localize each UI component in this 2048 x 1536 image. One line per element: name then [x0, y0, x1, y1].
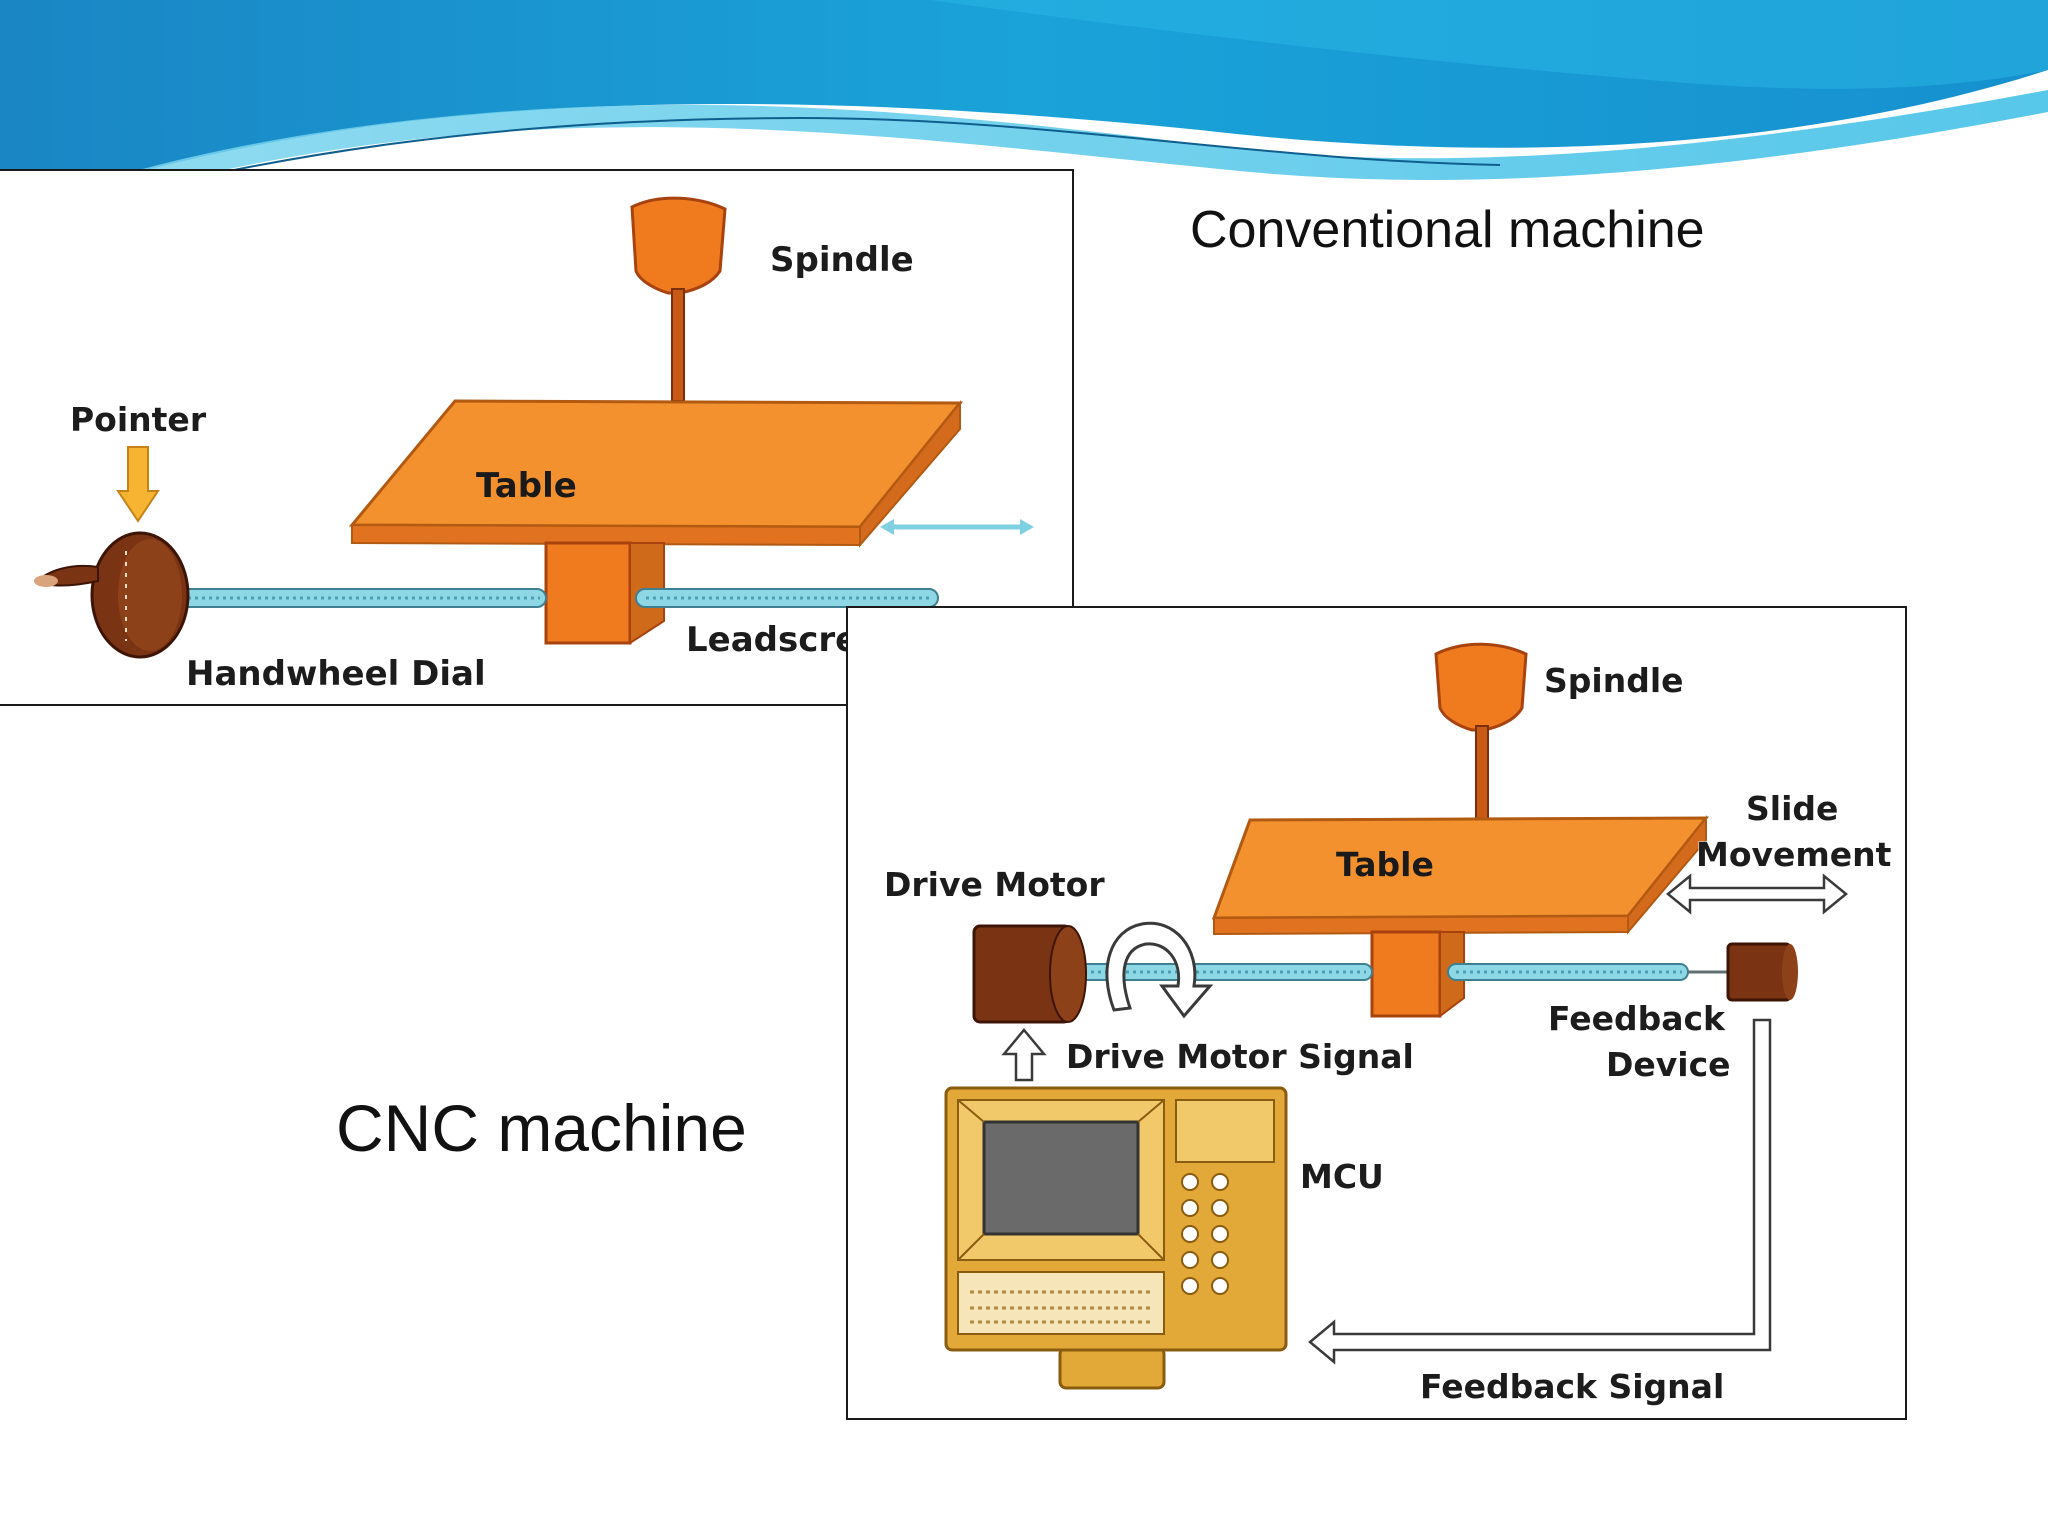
label-spindle: Spindle — [1544, 661, 1684, 700]
rotation-arrow-icon — [1105, 921, 1214, 1019]
caption-cnc-machine: CNC machine — [336, 1091, 747, 1165]
spindle-icon — [630, 196, 727, 295]
table-support — [1370, 930, 1442, 1018]
spindle-shaft — [1475, 725, 1489, 821]
label-handwheel-dial: Handwheel Dial — [186, 654, 486, 694]
label-drive-motor-signal: Drive Motor Signal — [1066, 1037, 1414, 1076]
slide-movement-arrow — [1666, 873, 1848, 915]
label-spindle: Spindle — [770, 240, 914, 280]
label-feedback-signal: Feedback Signal — [1420, 1367, 1724, 1406]
feedback-device-icon — [1726, 942, 1792, 1002]
label-mcu: MCU — [1300, 1157, 1384, 1196]
label-table: Table — [1336, 845, 1434, 884]
table-top — [1211, 816, 1710, 920]
label-slide-movement-line1: Slide — [1746, 789, 1838, 828]
table-edge-side — [1627, 815, 1707, 935]
caption-conventional-machine: Conventional machine — [1190, 201, 1705, 259]
spindle-shaft — [671, 288, 685, 402]
cnc-machine-diagram: Spindle Table Slide Movement Drive Motor… — [846, 606, 1907, 1420]
table-edge-side — [859, 400, 961, 548]
mcu-icon — [944, 1086, 1288, 1390]
label-feedback-device-line2: Device — [1606, 1045, 1731, 1084]
label-slide-movement-line2: Movement — [1696, 835, 1892, 874]
pointer-icon — [116, 446, 160, 523]
drive-motor-signal-arrow — [1001, 1028, 1047, 1082]
label-table: Table — [476, 466, 577, 506]
label-feedback-device-line1: Feedback — [1548, 999, 1726, 1038]
table-top — [348, 399, 964, 529]
label-drive-motor: Drive Motor — [884, 865, 1105, 904]
header-wave-decoration — [0, 0, 2048, 230]
cnc-diagram-art: Spindle Table Slide Movement Drive Motor… — [884, 642, 1892, 1407]
label-pointer: Pointer — [70, 400, 207, 439]
table-support — [544, 541, 632, 645]
feedback-signal-arrow — [1308, 1018, 1772, 1365]
conventional-machine-diagram: Spindle Pointer Table Handwheel Dial Lea… — [0, 169, 1074, 706]
spindle-icon — [1434, 642, 1528, 732]
conventional-diagram-art: Spindle Pointer Table Handwheel Dial Lea… — [34, 196, 1034, 695]
